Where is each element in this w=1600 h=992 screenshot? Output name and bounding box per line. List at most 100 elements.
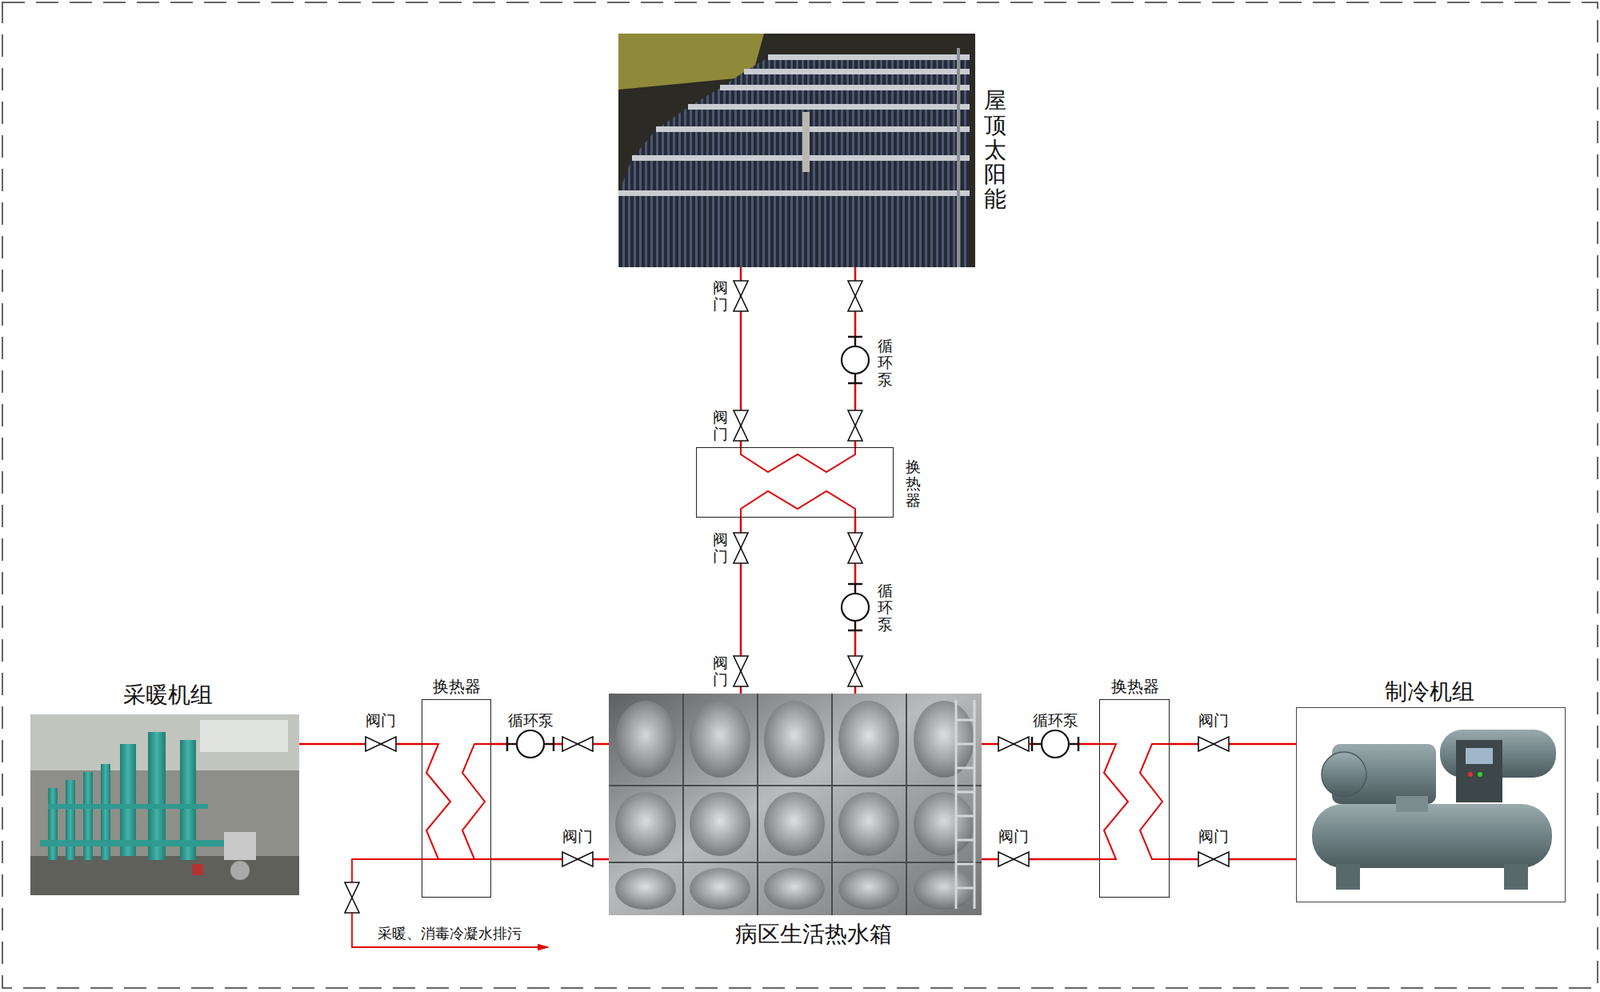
hot-water-tank-photo-part-part [956, 719, 975, 722]
heating-unit-photo [30, 714, 300, 896]
solar-collector-photo-part [632, 155, 970, 161]
hot-water-tank-photo-part [608, 693, 982, 916]
chiller-unit-photo-part [1321, 752, 1367, 797]
valve-label: 阀门 [712, 654, 728, 688]
valve-symbol [733, 656, 748, 687]
node-label: 病区生活热水箱 [735, 920, 892, 948]
hot-water-tank-photo-part-part [973, 700, 976, 909]
heating-unit-photo-part [230, 860, 250, 880]
valve-label: 阀门 [365, 711, 396, 730]
solar-collector-photo-part [656, 107, 970, 130]
pipe-connector [1169, 743, 1296, 746]
hot-water-tank-photo-part [838, 700, 900, 778]
node-label: 换热器 [1111, 676, 1160, 696]
pump-symbol [841, 336, 869, 384]
pump-symbol [507, 730, 554, 758]
chiller-unit-photo-part [1396, 796, 1428, 812]
heating-unit: 采暖机组 [30, 714, 300, 896]
valve-label: 阀门 [562, 827, 593, 846]
pump-label: 循环泵 [1032, 711, 1079, 730]
hot-water-tank-photo-part-part [756, 693, 759, 916]
hot-water-tank-photo-part-part [956, 887, 975, 890]
chiller-unit-photo-part [1504, 864, 1528, 890]
solar-collector: 屋顶太阳能 [618, 33, 976, 268]
hot-water-tank-photo [608, 693, 982, 916]
heat-exchanger-coil-part [421, 744, 451, 860]
valve-symbol [848, 656, 863, 687]
hot-water-tank-photo-part-part [956, 815, 975, 818]
hot-water-tank-photo-part-part [831, 693, 833, 916]
solar-collector-photo-part [720, 84, 970, 91]
hot-water-tank-photo-part-part [956, 839, 975, 842]
heat-exchanger-coil [421, 447, 1169, 860]
solar-collector-photo-part [632, 129, 970, 159]
valve-symbol [998, 852, 1029, 867]
valve-symbol [344, 882, 360, 913]
hot-water-tank-photo-part [764, 792, 825, 856]
hot-water-tank-photo-part [838, 868, 900, 910]
solar-collector-photo-part [744, 68, 970, 75]
hot-water-tank-photo-part-part [682, 693, 684, 916]
hot-water-tank: 病区生活热水箱 [608, 693, 982, 916]
valve-symbol [848, 410, 863, 441]
node-label: 换热器 [905, 458, 921, 509]
pump-label: 循环泵 [508, 711, 554, 730]
hot-water-tank-photo-part-part [955, 700, 958, 909]
heat-exchanger-box: 换热器 [696, 447, 894, 518]
chiller-unit: 制冷机组 [1296, 707, 1566, 903]
heating-unit-photo-part [48, 788, 58, 860]
chiller-unit-photo-part [1456, 740, 1503, 803]
heat-exchanger-box: 换热器 [1099, 699, 1170, 898]
solar-collector-photo-part [768, 54, 970, 60]
valve-symbol [733, 280, 748, 312]
chiller-unit-photo-part [1312, 804, 1552, 868]
hot-water-tank-photo-part [615, 868, 676, 910]
hot-water-tank-photo-part-part [956, 767, 975, 770]
hot-water-tank-photo-part [689, 868, 751, 910]
valve-label: 阀门 [1198, 711, 1229, 730]
pump-symbol [1032, 730, 1079, 758]
heating-unit-photo-part [83, 772, 93, 860]
valve-symbol [1198, 736, 1229, 752]
hot-water-tank-photo-part [615, 700, 676, 778]
valve-symbol [848, 532, 863, 564]
hot-water-tank-photo-part-part [608, 861, 982, 864]
heating-unit-photo-part [48, 804, 208, 809]
valve-symbol [733, 532, 748, 564]
hot-water-tank-photo-part [764, 868, 825, 910]
heat-exchanger-coil-part [740, 447, 856, 472]
heating-unit-photo-part [30, 856, 300, 896]
pipe-connector [299, 743, 422, 746]
hot-water-tank-photo-part [838, 792, 900, 856]
hot-water-tank-photo-part [913, 868, 975, 910]
solar-collector-photo-part [618, 158, 970, 194]
node-label: 采暖机组 [123, 681, 213, 709]
hot-water-tank-photo-part [956, 700, 975, 909]
chiller-unit-photo-part [1477, 772, 1483, 777]
heating-unit-photo-part [200, 720, 288, 752]
hot-water-tank-photo-part-part [956, 863, 975, 866]
valve-label: 阀门 [998, 827, 1029, 846]
drain-note: 采暖、消毒冷凝水排污 [375, 924, 524, 943]
pump-symbol [841, 584, 869, 631]
valve-label: 阀门 [712, 279, 728, 313]
valve-label: 阀门 [712, 531, 728, 565]
heating-unit-photo-part [120, 744, 136, 856]
solar-collector-photo-part [618, 190, 970, 196]
hot-water-tank-photo-part [689, 792, 751, 856]
solar-collector-photo-part [656, 126, 970, 132]
node-label: 制冷机组 [1384, 678, 1475, 706]
chiller-unit-photo-part [1468, 772, 1473, 777]
valve-symbol [848, 280, 863, 312]
valve-symbol [733, 410, 748, 441]
solar-collector-photo-part [956, 48, 960, 268]
valve-symbol [365, 736, 396, 752]
hot-water-tank-photo-part-part [956, 791, 975, 794]
node-label: 换热器 [432, 676, 481, 696]
hot-water-tank-photo-part-part [608, 784, 982, 787]
heating-unit-photo-part [40, 840, 232, 847]
